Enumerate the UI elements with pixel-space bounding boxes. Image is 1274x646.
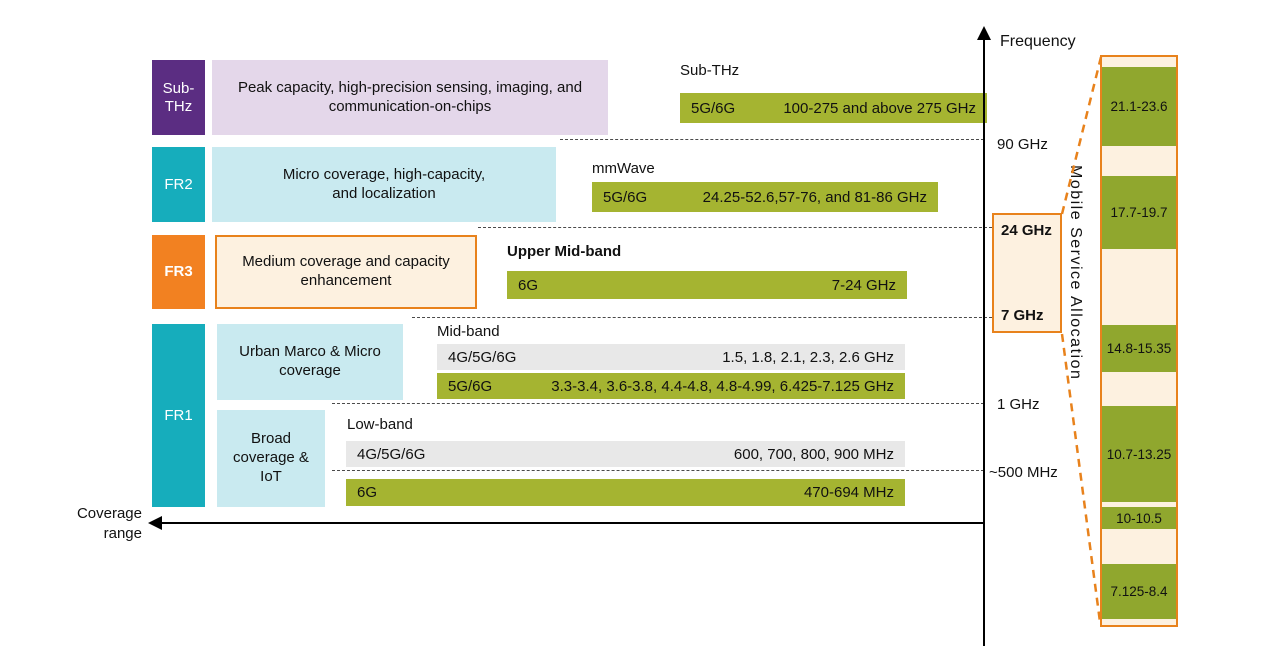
band-code-fr2-label: FR2 bbox=[164, 175, 193, 193]
group-label-mmwave: mmWave bbox=[592, 160, 655, 177]
bar-midband-5g6g-tech: 5G/6G bbox=[448, 377, 493, 395]
bar-lowband-6g: 6G 470-694 MHz bbox=[346, 479, 905, 506]
band-code-fr1: FR1 bbox=[152, 324, 205, 507]
description-subthz: Peak capacity, high-precision sensing, i… bbox=[212, 60, 608, 135]
description-subthz-text: Peak capacity, high-precision sensing, i… bbox=[237, 78, 583, 115]
bar-midband-legacy-range: 1.5, 1.8, 2.1, 2.3, 2.6 GHz bbox=[722, 348, 894, 366]
bar-upper-midband-range: 7-24 GHz bbox=[831, 276, 896, 294]
bar-mmwave-tech: 5G/6G bbox=[603, 188, 648, 206]
description-fr3: Medium coverage and capacity enhancement bbox=[215, 235, 477, 309]
description-fr1-broad: Broad coverage & IoT bbox=[217, 410, 325, 507]
bar-lowband-6g-range: 470-694 MHz bbox=[803, 484, 894, 501]
bar-midband-5g6g-range: 3.3-3.4, 3.6-3.8, 4.4-4.8, 4.8-4.99, 6.4… bbox=[551, 377, 894, 395]
frequency-axis-arrow-icon bbox=[977, 26, 991, 40]
description-fr1-broad-text: Broad coverage & IoT bbox=[233, 430, 309, 485]
bar-subthz-tech: 5G/6G bbox=[691, 99, 736, 117]
allocation-segment-2: 14.8-15.35 bbox=[1102, 325, 1176, 372]
tick-90ghz: 90 GHz bbox=[997, 136, 1048, 153]
allocation-column: 21.1-23.6 17.7-19.7 14.8-15.35 10.7-13.2… bbox=[1100, 55, 1178, 627]
band-code-fr1-label: FR1 bbox=[164, 406, 193, 424]
band-code-fr3: FR3 bbox=[152, 235, 205, 309]
allocation-segment-3: 10.7-13.25 bbox=[1102, 406, 1176, 502]
midband-highlight-box: 24 GHz 7 GHz bbox=[992, 213, 1062, 333]
allocation-segment-0: 21.1-23.6 bbox=[1102, 67, 1176, 146]
allocation-panel-title: Mobile Service Allocation bbox=[1067, 165, 1084, 381]
gridline-24ghz bbox=[478, 227, 992, 228]
highlight-bottom-label: 7 GHz bbox=[1001, 307, 1044, 324]
tick-1ghz: 1 GHz bbox=[997, 396, 1040, 413]
bar-lowband-6g-tech: 6G bbox=[357, 484, 378, 501]
bar-midband-5g6g: 5G/6G 3.3-3.4, 3.6-3.8, 4.4-4.8, 4.8-4.9… bbox=[437, 373, 905, 399]
frequency-axis-line bbox=[983, 38, 985, 646]
coverage-axis-line bbox=[160, 522, 984, 524]
description-fr1-urban: Urban Marco & Micro coverage bbox=[217, 324, 403, 400]
bar-subthz: 5G/6G 100-275 and above 275 GHz bbox=[680, 93, 987, 123]
bar-upper-midband: 6G 7-24 GHz bbox=[507, 271, 907, 299]
bar-subthz-range: 100-275 and above 275 GHz bbox=[783, 99, 976, 117]
bar-midband-legacy-tech: 4G/5G/6G bbox=[448, 348, 517, 366]
allocation-segment-1: 17.7-19.7 bbox=[1102, 176, 1176, 249]
band-code-fr3-label: FR3 bbox=[164, 263, 193, 281]
band-code-subthz-label: Sub-THz bbox=[162, 80, 195, 115]
gridline-500mhz bbox=[332, 470, 984, 471]
description-fr2: Micro coverage, high-capacity, and local… bbox=[212, 147, 556, 222]
allocation-segment-4: 10-10.5 bbox=[1102, 507, 1176, 529]
description-fr1-urban-text: Urban Marco & Micro coverage bbox=[239, 343, 381, 379]
frequency-axis-title: Frequency bbox=[1000, 33, 1076, 50]
gridline-90ghz bbox=[560, 139, 984, 140]
bar-upper-midband-tech: 6G bbox=[518, 276, 539, 294]
bar-mmwave-range: 24.25-52.6,57-76, and 81-86 GHz bbox=[702, 188, 927, 206]
group-label-subthz: Sub-THz bbox=[680, 62, 740, 79]
highlight-top-label: 24 GHz bbox=[1001, 222, 1052, 239]
description-fr2-text: Micro coverage, high-capacity, and local… bbox=[282, 165, 486, 202]
gridline-1ghz bbox=[332, 403, 984, 404]
coverage-axis-title: Coverage range bbox=[76, 505, 142, 543]
coverage-axis-arrow-icon bbox=[148, 516, 162, 530]
band-code-subthz: Sub-THz bbox=[152, 60, 205, 135]
tick-500mhz: ~500 MHz bbox=[989, 464, 1058, 481]
allocation-segment-5: 7.125-8.4 bbox=[1102, 564, 1176, 619]
bar-lowband-legacy-tech: 4G/5G/6G bbox=[357, 445, 426, 463]
group-label-lowband: Low-band bbox=[347, 416, 413, 433]
bar-midband-legacy: 4G/5G/6G 1.5, 1.8, 2.1, 2.3, 2.6 GHz bbox=[437, 344, 905, 370]
bar-lowband-legacy-range: 600, 700, 800, 900 MHz bbox=[733, 445, 894, 463]
group-label-midband: Mid-band bbox=[437, 323, 500, 340]
gridline-7ghz bbox=[412, 317, 992, 318]
description-fr3-text: Medium coverage and capacity enhancement bbox=[242, 253, 450, 289]
bar-mmwave: 5G/6G 24.25-52.6,57-76, and 81-86 GHz bbox=[592, 182, 938, 212]
group-label-upper-midband: Upper Mid-band bbox=[507, 243, 622, 260]
bar-lowband-legacy: 4G/5G/6G 600, 700, 800, 900 MHz bbox=[346, 441, 905, 467]
band-code-fr2: FR2 bbox=[152, 147, 205, 222]
